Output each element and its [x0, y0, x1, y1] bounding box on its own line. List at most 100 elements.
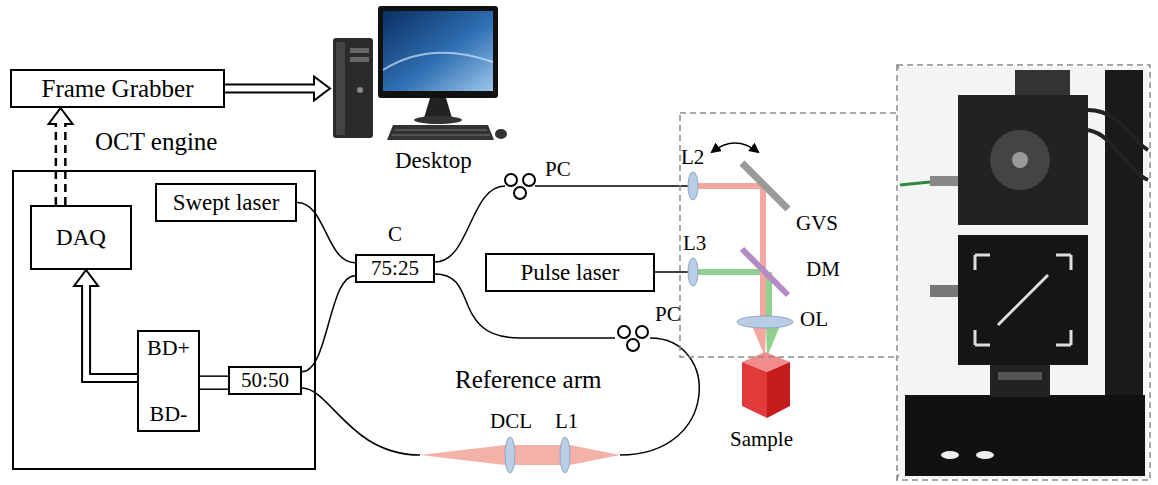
- node-text: C: [388, 224, 402, 245]
- node-text: OCT engine: [95, 128, 217, 156]
- probe-head-optics: [737, 316, 793, 328]
- polarization-controller: [505, 174, 517, 186]
- signal-arrow: [74, 270, 137, 378]
- sample-cube: [742, 362, 767, 418]
- probe-photo: [958, 95, 1088, 225]
- probe-head-optics: [742, 249, 788, 295]
- desktop-computer: [495, 129, 507, 139]
- desktop-computer: [395, 130, 487, 131]
- probe-photo: [1012, 152, 1028, 168]
- optical-fiber: [302, 388, 420, 455]
- node-text: 75:25: [371, 258, 419, 279]
- part-label: PC: [655, 303, 681, 326]
- node-text: Desktop: [395, 148, 472, 173]
- desktop-computer: [414, 116, 462, 124]
- part-label: L1: [555, 410, 578, 433]
- part-label: DM: [806, 258, 840, 281]
- desktop-computer: [392, 135, 490, 136]
- desktop-computer: [424, 98, 452, 118]
- probe-head-optics: [712, 143, 758, 152]
- probe-photo: [1088, 130, 1148, 180]
- probe-photo: [930, 285, 958, 297]
- probe-photo: [958, 235, 1088, 365]
- reference-arm-optics: [420, 437, 620, 473]
- node-text: Pulse laser: [520, 260, 619, 285]
- optical-fiber: [435, 186, 505, 262]
- part-label: PC: [545, 158, 571, 181]
- desktop-computer: [333, 6, 507, 140]
- probe-photo: [1088, 110, 1148, 150]
- polarization-controller: [523, 174, 535, 186]
- arrow-shaft: [86, 286, 137, 378]
- part-label: DCL: [490, 410, 532, 433]
- desktop-computer: [378, 6, 498, 98]
- coupler-box: 50:50: [228, 366, 302, 395]
- zoom-outline: [897, 65, 1150, 480]
- sample-cube: [742, 352, 790, 418]
- desktop-computer: [350, 57, 369, 62]
- part-label: OL: [800, 308, 828, 331]
- device-box: Pulse laser: [485, 253, 655, 292]
- optical-fiber: [655, 271, 688, 273]
- probe-head-optics: [742, 163, 788, 209]
- optical-fiber: [200, 376, 228, 377]
- probe-head-optics: [698, 269, 766, 275]
- device-box: DAQ: [30, 205, 132, 270]
- probe-head-optics: [766, 326, 780, 357]
- desktop-computer: [383, 53, 493, 70]
- probe-head-optics: [688, 258, 698, 286]
- fiber-line: [302, 276, 355, 372]
- probe-head-optics: [752, 326, 766, 357]
- polarization-controller: [627, 339, 639, 351]
- reference-arm-optics: [560, 437, 570, 473]
- probe-head-optics: [698, 183, 766, 189]
- node-text: BD+: [147, 336, 190, 360]
- part-label: Reference arm: [455, 366, 601, 394]
- part-label: GVS: [796, 212, 838, 235]
- sample-cube: [767, 362, 790, 418]
- probe-photo: [900, 182, 930, 185]
- node-text: Frame Grabber: [41, 75, 193, 103]
- coupler-box: C75:25: [355, 254, 435, 283]
- signal-arrow: [225, 77, 330, 101]
- reference-arm-optics: [505, 437, 515, 473]
- polarization-controller: [636, 326, 648, 338]
- node-text: BD-: [150, 402, 188, 426]
- probe-head-optics: [688, 172, 698, 200]
- probe-photo: [976, 451, 994, 459]
- part-label: L3: [683, 232, 706, 255]
- arrow-shaft: [86, 283, 137, 378]
- enclosure-box: OCT engineSwept laserDAQBD+BD-50:50: [12, 170, 316, 470]
- probe-photo: [990, 130, 1050, 190]
- optical-fiber: [535, 185, 688, 187]
- desktop-computer: [336, 42, 345, 135]
- desktop-computer: [357, 87, 363, 93]
- probe-photo: [899, 67, 1148, 478]
- probe-photo: [1015, 70, 1070, 98]
- optical-fiber: [302, 276, 355, 372]
- desktop-computer: [333, 38, 373, 138]
- computer-node: Desktop: [330, 2, 505, 174]
- fiber-line: [200, 388, 228, 390]
- part-label: L2: [681, 146, 704, 169]
- node-text: 50:50: [241, 370, 289, 391]
- node-text: DAQ: [56, 225, 106, 250]
- probe-photo: [998, 372, 1042, 380]
- part-label: Sample: [730, 428, 793, 451]
- arrow-shaft: [57, 121, 64, 205]
- probe-photo: [899, 67, 1148, 478]
- optical-fiber: [620, 338, 699, 455]
- device-box: Frame Grabber: [10, 69, 225, 108]
- probe-head-optics: [760, 186, 766, 317]
- zoom-outline: [680, 65, 1150, 480]
- desktop-computer: [383, 11, 493, 91]
- device-box: Swept laser: [155, 183, 297, 222]
- probe-photo: [905, 395, 1145, 476]
- probe-photo: [975, 255, 1071, 345]
- optical-fiber: [302, 186, 699, 455]
- polarization-controller: [514, 187, 526, 199]
- optical-fiber: [200, 389, 228, 390]
- polarization-controller: [618, 326, 630, 338]
- optical-fiber: [297, 203, 355, 263]
